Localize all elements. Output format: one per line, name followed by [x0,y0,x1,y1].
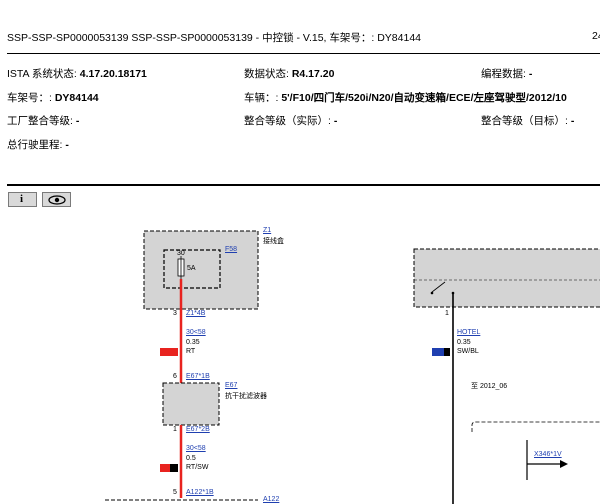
fuse-number: 30 [177,250,185,257]
e67-box [162,382,220,426]
view-button[interactable] [42,192,71,207]
wire-color-swatch-rt [160,348,178,356]
f58-fuse-box [163,249,221,289]
pin-a122-link[interactable]: A122*1B [186,489,214,496]
fuse-amperage: 5A [187,265,196,272]
z1-name: 接线盒 [263,238,284,245]
pin-3: 3 [173,310,177,317]
pin-e67-2b-link[interactable]: E67*2B [186,426,210,433]
variant-upto: 至 2012_06 [471,383,508,390]
e67-id-link[interactable]: E67 [225,382,238,389]
pin-6: 6 [173,373,177,380]
right-pin-1: 1 [445,310,449,317]
eye-icon [48,195,66,205]
vin: 车架号：: DY84144 [7,92,99,104]
actual-level: 整合等级（实际）: - [244,115,338,127]
wire-color-swatch-swbl-black [444,348,450,356]
info-button[interactable]: i [8,192,37,207]
vehicle: 车辆：: 5'/F10/四门车/520i/N20/自动变速箱/ECE/左座驾驶型… [244,92,567,104]
wire1-size: 0.35 [186,339,200,346]
f58-id-link[interactable]: F58 [225,246,238,253]
z1-id-link[interactable]: Z1 [263,227,272,234]
wire3-size: 0.35 [457,339,471,346]
wire1-code-link[interactable]: 30<58 [186,329,206,336]
x346-arrow [560,460,568,468]
info-divider [7,184,600,186]
wire2-code-link[interactable]: 30<58 [186,445,206,452]
target-level: 整合等级（目标）: - [481,115,575,127]
pin-1: 1 [173,426,177,433]
right-component-box [413,248,600,308]
wire2-size: 0.5 [186,455,196,462]
z1-box [143,230,259,310]
page-number: 24 [592,30,600,42]
x346-link[interactable]: X346*1V [534,451,562,458]
e67-name: 抗干扰滤波器 [225,393,267,400]
hotel-link[interactable]: HOTEL [457,329,481,336]
header-divider [7,53,600,54]
ista-status: ISTA 系统状态: 4.17.20.18171 [7,68,147,80]
wire2-color: RT/SW [186,464,209,471]
wire3-color: SW/BL [457,348,479,355]
factory-level: 工厂整合等级: - [7,115,80,127]
data-status: 数据状态: R4.17.20 [244,68,335,80]
pin-z1-4b-link[interactable]: Z1*4B [186,310,206,317]
document-title: SSP-SSP-SP0000053139 SSP-SSP-SP000005313… [7,32,422,44]
mileage: 总行驶里程: - [7,139,69,151]
wire1-color: RT [186,348,196,355]
pin-e67-1b-link[interactable]: E67*1B [186,373,210,380]
wire-color-swatch-swbl-blue [432,348,444,356]
switch-contact [431,281,446,293]
wire-color-swatch-rtsw-black [170,464,178,472]
pin-5: 5 [173,489,177,496]
info-icon: i [20,193,24,205]
variant-area [471,421,600,432]
programming-data: 编程数据: - [481,68,533,80]
wire-color-swatch-rtsw-red [160,464,170,472]
a122-id-link[interactable]: A122 [263,496,280,503]
